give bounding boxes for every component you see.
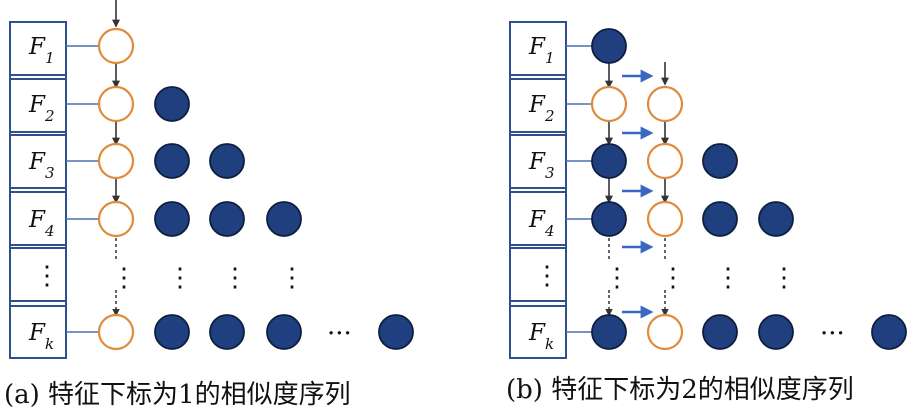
filled-node bbox=[154, 143, 190, 179]
filled-node bbox=[154, 314, 190, 350]
vertical-ellipsis: ⋮ bbox=[222, 263, 248, 293]
filled-node bbox=[266, 314, 302, 350]
feature-box bbox=[509, 305, 567, 359]
open-node bbox=[97, 200, 135, 238]
feature-subscript: 2 bbox=[544, 107, 555, 125]
feature-subscript: k bbox=[545, 335, 554, 353]
feature-subscript: 1 bbox=[45, 49, 55, 67]
feature-label: F bbox=[528, 207, 546, 233]
vertical-ellipsis: ⋮ bbox=[279, 263, 305, 293]
caption-a: (a) 特征下标为1的相似度序列 bbox=[4, 380, 351, 410]
feature-label: F bbox=[28, 207, 46, 233]
feature-subscript: 4 bbox=[44, 222, 55, 240]
filled-node bbox=[702, 201, 738, 237]
open-node bbox=[646, 142, 684, 180]
feature-label: F bbox=[528, 92, 546, 118]
horizontal-ellipsis: ··· bbox=[327, 319, 352, 349]
feature-box bbox=[509, 21, 567, 76]
filled-node bbox=[266, 201, 302, 237]
open-node bbox=[590, 85, 628, 123]
feature-box bbox=[9, 21, 67, 76]
feature-label: F bbox=[28, 34, 46, 60]
feature-label: F bbox=[528, 320, 546, 346]
open-node bbox=[646, 313, 684, 351]
feature-subscript: k bbox=[45, 335, 54, 353]
vertical-ellipsis: ⋮ bbox=[604, 263, 630, 293]
horizontal-ellipsis: ··· bbox=[820, 319, 845, 349]
feature-label: ⋮ bbox=[34, 261, 60, 291]
feature-box bbox=[9, 191, 67, 246]
vertical-ellipsis: ⋮ bbox=[715, 263, 741, 293]
feature-label: F bbox=[28, 92, 46, 118]
filled-node bbox=[702, 143, 738, 179]
feature-box bbox=[9, 78, 67, 133]
open-node bbox=[97, 27, 135, 65]
filled-node bbox=[591, 201, 627, 237]
filled-node bbox=[591, 28, 627, 64]
vertical-ellipsis: ⋮ bbox=[660, 263, 686, 293]
feature-subscript: 1 bbox=[545, 49, 555, 67]
feature-label: F bbox=[528, 149, 546, 175]
feature-box bbox=[509, 78, 567, 133]
open-node bbox=[646, 85, 684, 123]
filled-node bbox=[154, 86, 190, 122]
feature-label: F bbox=[528, 34, 546, 60]
filled-node bbox=[591, 314, 627, 350]
filled-node bbox=[209, 314, 245, 350]
filled-node bbox=[378, 314, 414, 350]
filled-node bbox=[871, 314, 907, 350]
filled-node bbox=[209, 143, 245, 179]
caption-b: (b) 特征下标为2的相似度序列 bbox=[506, 375, 854, 405]
filled-node bbox=[154, 201, 190, 237]
feature-subscript: 2 bbox=[44, 107, 55, 125]
feature-box bbox=[509, 134, 567, 189]
feature-box bbox=[509, 247, 567, 302]
feature-label: F bbox=[28, 149, 46, 175]
feature-label: ⋮ bbox=[534, 261, 560, 291]
open-node bbox=[97, 142, 135, 180]
filled-node bbox=[702, 314, 738, 350]
feature-subscript: 3 bbox=[545, 164, 555, 182]
filled-node bbox=[209, 201, 245, 237]
feature-subscript: 4 bbox=[544, 222, 555, 240]
open-node bbox=[97, 313, 135, 351]
vertical-ellipsis: ⋮ bbox=[111, 263, 137, 293]
feature-box bbox=[509, 191, 567, 246]
filled-node bbox=[758, 201, 794, 237]
feature-box bbox=[9, 247, 67, 302]
feature-label: F bbox=[28, 320, 46, 346]
filled-node bbox=[758, 314, 794, 350]
vertical-ellipsis: ⋮ bbox=[771, 263, 797, 293]
open-node bbox=[97, 85, 135, 123]
feature-subscript: 3 bbox=[45, 164, 55, 182]
open-node bbox=[646, 200, 684, 238]
filled-node bbox=[591, 143, 627, 179]
feature-box bbox=[9, 305, 67, 359]
vertical-ellipsis: ⋮ bbox=[167, 263, 193, 293]
